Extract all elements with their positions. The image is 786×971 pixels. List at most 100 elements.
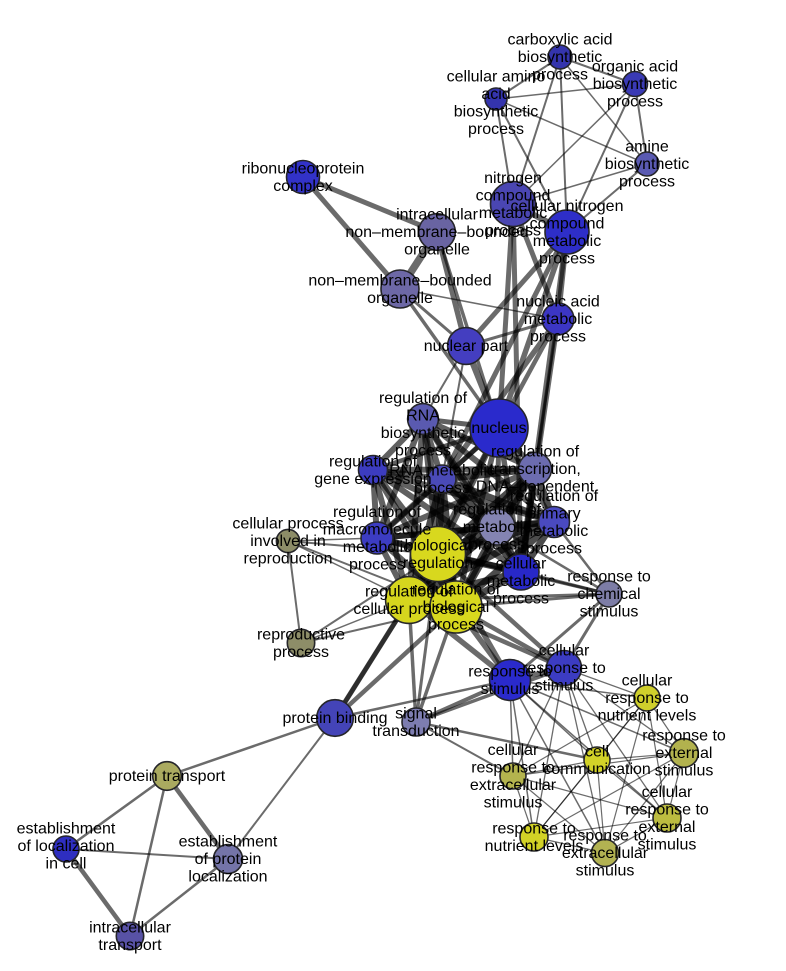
svg-text:extracellular: extracellular bbox=[562, 845, 649, 862]
svg-text:organic acid: organic acid bbox=[592, 59, 678, 76]
svg-text:external: external bbox=[656, 745, 713, 762]
svg-text:stimulus: stimulus bbox=[580, 604, 639, 621]
svg-text:reproduction: reproduction bbox=[244, 551, 333, 568]
svg-text:cellular: cellular bbox=[488, 742, 539, 759]
svg-text:stimulus: stimulus bbox=[576, 863, 635, 880]
svg-text:establishment: establishment bbox=[179, 834, 278, 851]
svg-text:involved in: involved in bbox=[250, 533, 326, 550]
svg-text:cellular: cellular bbox=[539, 643, 590, 660]
svg-text:stimulus: stimulus bbox=[481, 681, 540, 698]
svg-text:process: process bbox=[485, 222, 541, 239]
svg-text:biological: biological bbox=[423, 599, 490, 616]
svg-text:complex: complex bbox=[273, 178, 333, 195]
svg-text:regulation of: regulation of bbox=[379, 390, 468, 407]
svg-text:communication: communication bbox=[543, 761, 651, 778]
svg-text:biosynthetic: biosynthetic bbox=[605, 156, 690, 173]
svg-text:non–membrane–bounded: non–membrane–bounded bbox=[345, 224, 528, 241]
svg-text:stimulus: stimulus bbox=[484, 795, 543, 812]
svg-text:regulation of: regulation of bbox=[491, 444, 580, 461]
svg-text:of protein: of protein bbox=[195, 851, 262, 868]
svg-text:biosynthetic: biosynthetic bbox=[381, 425, 466, 442]
svg-text:biosynthetic: biosynthetic bbox=[593, 76, 678, 93]
svg-text:stimulus: stimulus bbox=[638, 837, 697, 854]
svg-text:of localization: of localization bbox=[18, 838, 115, 855]
svg-text:nucleus: nucleus bbox=[471, 420, 526, 437]
svg-text:metabolic: metabolic bbox=[463, 519, 531, 536]
svg-text:regulation: regulation bbox=[403, 555, 473, 572]
svg-text:compound: compound bbox=[530, 215, 605, 232]
svg-text:transport: transport bbox=[98, 937, 162, 954]
svg-text:response to: response to bbox=[625, 802, 709, 819]
svg-text:response to: response to bbox=[605, 690, 689, 707]
svg-text:process: process bbox=[539, 250, 595, 267]
svg-text:cellular: cellular bbox=[496, 556, 547, 573]
svg-text:metabolic: metabolic bbox=[487, 573, 555, 590]
svg-text:nutrient levels: nutrient levels bbox=[485, 838, 584, 855]
svg-text:external: external bbox=[639, 819, 696, 836]
svg-text:biosynthetic: biosynthetic bbox=[454, 104, 539, 121]
svg-text:response to: response to bbox=[563, 828, 647, 845]
svg-text:cellular process: cellular process bbox=[232, 516, 343, 533]
svg-text:organelle: organelle bbox=[404, 242, 470, 259]
svg-text:RNA metabolic: RNA metabolic bbox=[389, 462, 495, 479]
svg-text:amine: amine bbox=[625, 139, 669, 156]
svg-text:metabolic: metabolic bbox=[479, 205, 547, 222]
svg-text:chemical: chemical bbox=[577, 586, 640, 603]
svg-text:response to: response to bbox=[492, 821, 576, 838]
svg-text:organelle: organelle bbox=[367, 290, 433, 307]
svg-text:process: process bbox=[493, 591, 549, 608]
svg-text:extracellular: extracellular bbox=[470, 777, 557, 794]
svg-text:transduction: transduction bbox=[372, 723, 459, 740]
svg-text:primary: primary bbox=[527, 506, 580, 523]
svg-text:nutrient levels: nutrient levels bbox=[598, 708, 697, 725]
svg-text:response to: response to bbox=[642, 728, 726, 745]
svg-text:signal: signal bbox=[395, 706, 437, 723]
svg-text:stimulus: stimulus bbox=[535, 678, 594, 695]
svg-text:process: process bbox=[395, 442, 451, 459]
svg-text:cellular: cellular bbox=[622, 673, 673, 690]
svg-text:process: process bbox=[607, 94, 663, 111]
svg-text:reproductive: reproductive bbox=[257, 627, 345, 644]
svg-text:compound: compound bbox=[476, 187, 551, 204]
svg-text:carboxylic acid: carboxylic acid bbox=[508, 32, 613, 49]
svg-text:metabolic: metabolic bbox=[520, 523, 588, 540]
svg-text:regulation of: regulation of bbox=[453, 502, 542, 519]
svg-text:nitrogen: nitrogen bbox=[484, 170, 542, 187]
svg-text:process: process bbox=[526, 541, 582, 558]
svg-text:protein transport: protein transport bbox=[109, 768, 226, 785]
svg-text:acid: acid bbox=[481, 86, 510, 103]
svg-text:macromolecule: macromolecule bbox=[323, 522, 432, 539]
svg-text:cell: cell bbox=[585, 744, 609, 761]
svg-text:intracellular: intracellular bbox=[396, 207, 478, 224]
svg-text:process: process bbox=[428, 617, 484, 634]
svg-text:process: process bbox=[530, 329, 586, 346]
svg-text:ribonucleoprotein: ribonucleoprotein bbox=[242, 160, 365, 177]
svg-text:establishment: establishment bbox=[17, 821, 116, 838]
svg-text:regulation of: regulation of bbox=[412, 582, 501, 599]
svg-text:metabolic: metabolic bbox=[343, 539, 411, 556]
svg-text:intracellular: intracellular bbox=[89, 920, 171, 937]
svg-text:non–membrane–bounded: non–membrane–bounded bbox=[308, 272, 491, 289]
svg-text:cellular amino: cellular amino bbox=[447, 69, 546, 86]
svg-text:process: process bbox=[532, 67, 588, 84]
svg-text:RNA: RNA bbox=[406, 407, 440, 424]
svg-text:biological: biological bbox=[405, 538, 472, 555]
svg-text:biosynthetic: biosynthetic bbox=[518, 49, 603, 66]
svg-text:regulation of: regulation of bbox=[329, 453, 418, 470]
svg-text:in cell: in cell bbox=[46, 856, 87, 873]
svg-text:metabolic: metabolic bbox=[533, 233, 601, 250]
svg-text:response to: response to bbox=[522, 660, 606, 677]
svg-text:protein binding: protein binding bbox=[283, 710, 388, 727]
svg-text:response to: response to bbox=[468, 664, 552, 681]
svg-text:gene expression: gene expression bbox=[314, 471, 431, 488]
svg-text:process: process bbox=[414, 480, 470, 497]
svg-text:response to: response to bbox=[567, 569, 651, 586]
svg-text:cellular: cellular bbox=[642, 784, 693, 801]
svg-text:nuclear part: nuclear part bbox=[424, 338, 509, 355]
svg-text:process: process bbox=[273, 644, 329, 661]
svg-text:DNA–dependent: DNA–dependent bbox=[476, 479, 595, 496]
svg-text:nucleic acid: nucleic acid bbox=[516, 294, 600, 311]
svg-text:cellular nitrogen: cellular nitrogen bbox=[511, 198, 624, 215]
svg-text:response to: response to bbox=[471, 760, 555, 777]
svg-text:localization: localization bbox=[188, 869, 267, 886]
